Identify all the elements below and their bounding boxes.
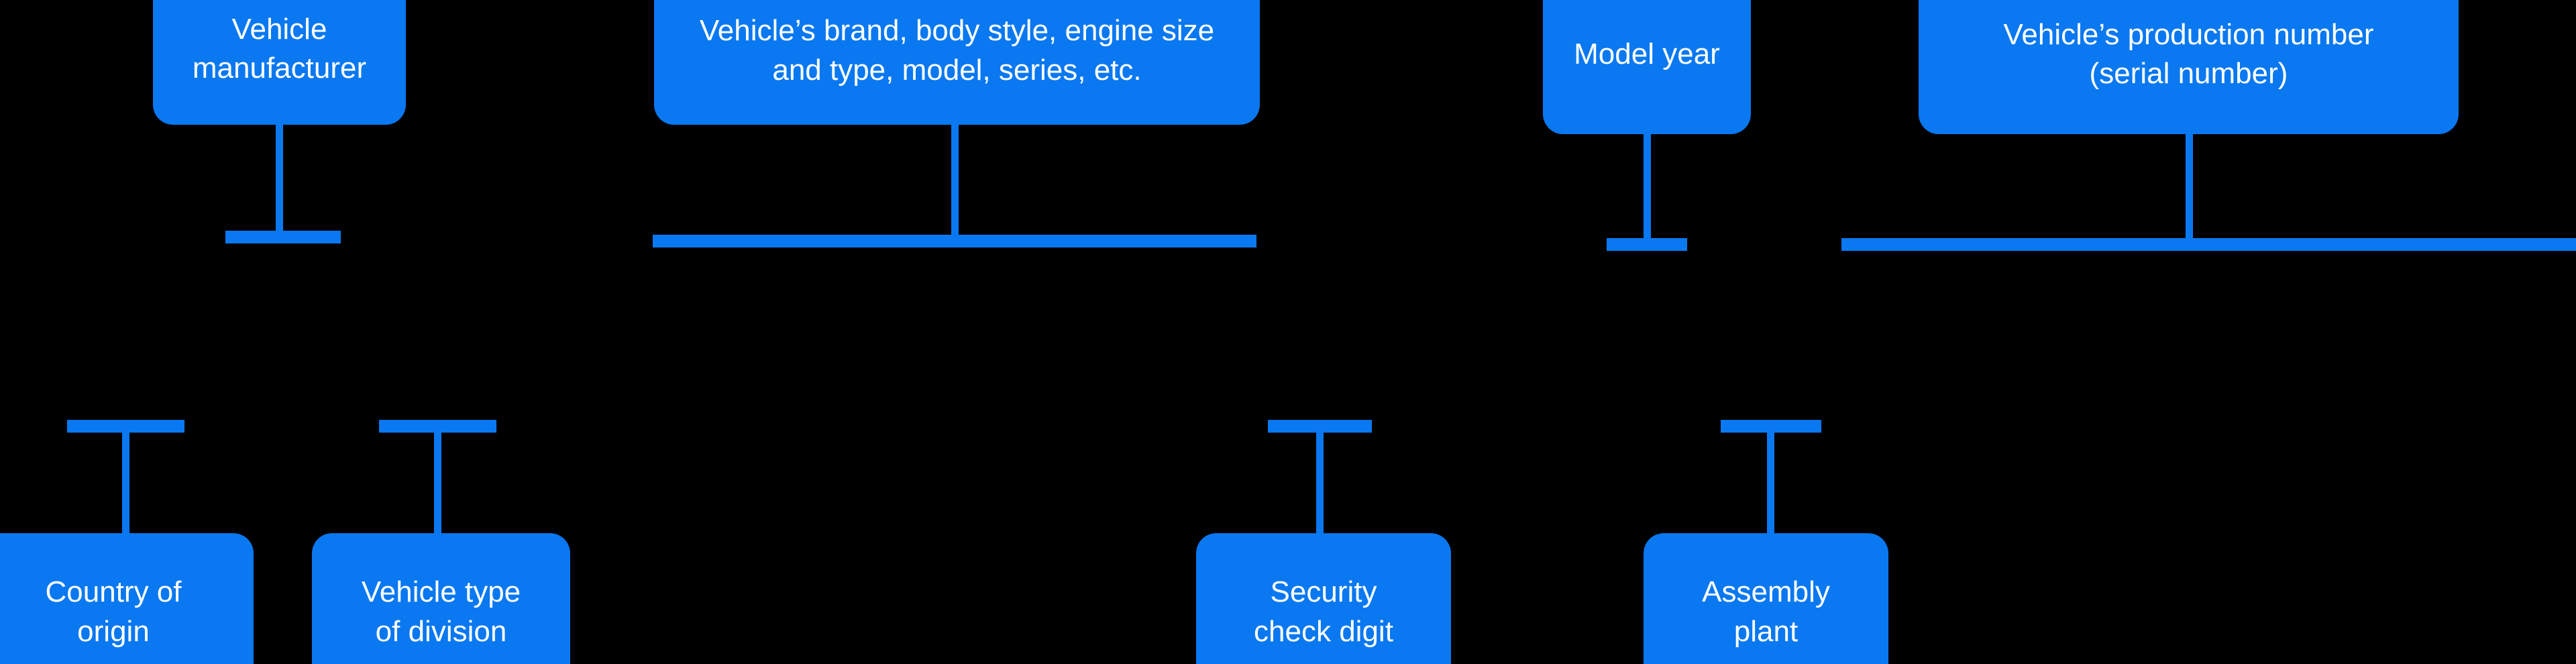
stem-vehicle-descriptor	[951, 125, 959, 235]
node-production-number[interactable]: Vehicle’s production number (serial numb…	[1919, 0, 2459, 134]
crossbar-vehicle-descriptor	[653, 235, 1256, 247]
stem-production-number	[2186, 134, 2193, 238]
crossbar-vehicle-type	[379, 420, 496, 433]
node-vehicle-manufacturer[interactable]: Vehicle manufacturer	[153, 0, 406, 125]
crossbar-assembly-plant	[1721, 420, 1821, 433]
node-assembly-plant[interactable]: Assembly plant	[1644, 533, 1888, 664]
stem-model-year	[1644, 134, 1651, 238]
stem-security-check-digit	[1316, 427, 1324, 536]
node-security-check-digit[interactable]: Security check digit	[1196, 533, 1451, 664]
stem-assembly-plant	[1767, 427, 1774, 536]
crossbar-model-year	[1607, 238, 1687, 251]
stem-vehicle-manufacturer	[276, 125, 283, 231]
stem-country-of-origin	[122, 427, 129, 536]
crossbar-vehicle-manufacturer	[225, 231, 341, 243]
node-model-year[interactable]: Model year	[1543, 0, 1751, 134]
node-vehicle-type[interactable]: Vehicle type of division	[312, 533, 570, 664]
node-country-of-origin[interactable]: Country of origin	[0, 533, 254, 664]
crossbar-production-number	[1841, 238, 2576, 251]
node-vehicle-descriptor[interactable]: Vehicle’s brand, body style, engine size…	[654, 0, 1260, 125]
crossbar-security-check-digit	[1268, 420, 1372, 433]
stem-vehicle-type	[434, 427, 441, 536]
crossbar-country-of-origin	[67, 420, 184, 433]
